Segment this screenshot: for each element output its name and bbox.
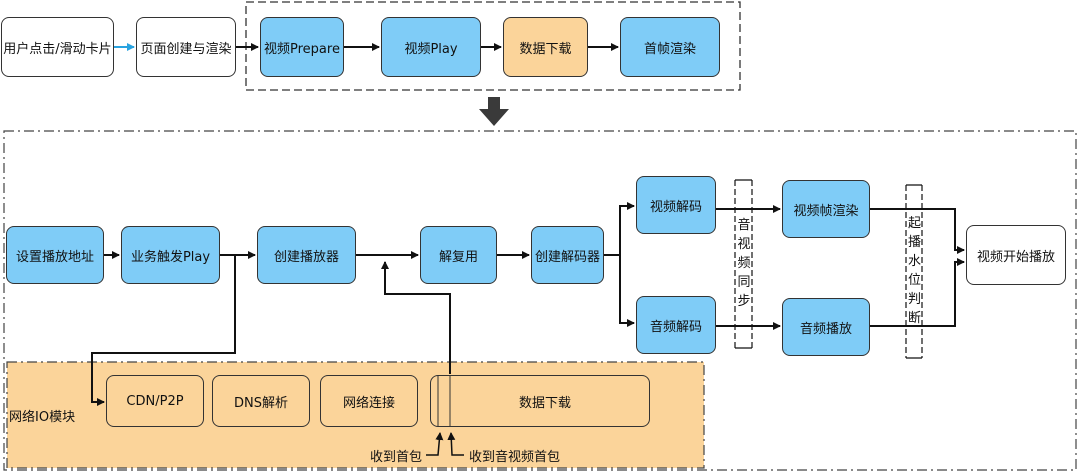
io-module-panel — [7, 362, 704, 468]
audio-decode-node: 音频解码 — [636, 296, 716, 354]
create-player-node: 创建播放器 — [257, 226, 356, 284]
set-url-node: 设置播放地址 — [6, 226, 104, 284]
detail-frame — [3, 130, 1077, 471]
first-frame-node: 首帧渲染 — [620, 17, 720, 77]
io-frame — [6, 361, 705, 469]
cdn-p2p-node: CDN/P2P — [106, 375, 204, 427]
down-arrow-icon — [479, 97, 509, 126]
dns-node: DNS解析 — [212, 375, 310, 427]
demux-node: 解复用 — [420, 226, 497, 284]
io-module-title: 网络IO模块 — [9, 410, 76, 425]
video-play-node: 视频Play — [381, 17, 481, 77]
create-decoder-node: 创建解码器 — [531, 226, 604, 284]
net-conn-node: 网络连接 — [320, 375, 418, 427]
biz-play-node: 业务触发Play — [121, 226, 220, 284]
first-packet-label: 收到首包 — [370, 450, 423, 465]
video-start-node: 视频开始播放 — [966, 225, 1066, 285]
user-click-node: 用户点击/滑动卡片 — [1, 17, 114, 77]
io-data-download-node: 数据下载 — [430, 375, 650, 427]
video-prepare-node: 视频Prepare — [260, 17, 344, 77]
page-render-node: 页面创建与渲染 — [136, 17, 236, 77]
video-render-node: 视频帧渲染 — [782, 180, 870, 238]
start-watermark-label: 起 播 水 位 判 断 — [907, 216, 921, 326]
audio-play-node: 音频播放 — [782, 298, 870, 356]
video-decode-node: 视频解码 — [636, 176, 716, 234]
av-sync-label: 音 视 频 同 步 — [737, 218, 751, 309]
first-av-packet-label: 收到音视频首包 — [469, 450, 561, 465]
data-download-node: 数据下载 — [503, 17, 588, 77]
